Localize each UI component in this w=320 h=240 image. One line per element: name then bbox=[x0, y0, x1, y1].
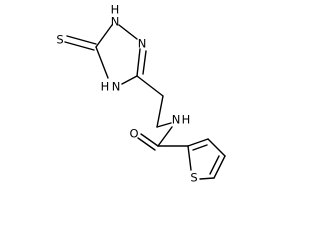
bond-c2-c3 bbox=[187, 138, 209, 147]
triazole-n1-label: N bbox=[111, 15, 120, 29]
thiophene-sulfur-label: S bbox=[190, 171, 197, 185]
bond-c5-s1 bbox=[199, 177, 215, 180]
bond-cs-1 bbox=[66, 35, 97, 45]
bond-c2-c3-double bbox=[192, 144, 208, 151]
bond-n1-n2 bbox=[118, 24, 138, 40]
molecule-diagram: S H N N H N N H O S bbox=[56, 3, 226, 185]
bond-c4-c5 bbox=[213, 155, 226, 179]
triazole-n4-label: N bbox=[112, 80, 121, 94]
bond-c3-n4 bbox=[121, 75, 138, 85]
bond-cs-2 bbox=[64, 41, 95, 51]
bond-ch2b-nh bbox=[156, 122, 172, 128]
amide-hydrogen-label: H bbox=[182, 113, 191, 127]
bond-c5-n1 bbox=[95, 24, 113, 48]
bonds bbox=[64, 24, 226, 180]
bond-n4-c5 bbox=[95, 46, 109, 79]
bond-co-1 bbox=[140, 133, 159, 147]
bond-c4-c5-double bbox=[209, 155, 220, 175]
triazole-n4-hydrogen-label: H bbox=[101, 80, 110, 94]
bond-co-2 bbox=[137, 137, 156, 151]
bond-c3-c4 bbox=[207, 138, 226, 157]
atom-labels: S H N N H N N H O S bbox=[56, 3, 197, 185]
bond-ch2a-ch2b bbox=[156, 95, 164, 128]
bond-n2-c3 bbox=[136, 48, 141, 77]
bond-c3-ch2a bbox=[136, 75, 164, 97]
amide-nitrogen-label: N bbox=[172, 113, 181, 127]
triazole-n2-label: N bbox=[138, 37, 147, 51]
triazole-n1-hydrogen-label: H bbox=[111, 3, 120, 17]
bond-c2-s1 bbox=[187, 145, 192, 171]
carbonyl-oxygen-label: O bbox=[129, 127, 138, 141]
bond-n2-c3-double bbox=[142, 50, 147, 75]
thione-sulfur-label: S bbox=[56, 33, 63, 47]
bond-nh-co bbox=[157, 126, 173, 147]
